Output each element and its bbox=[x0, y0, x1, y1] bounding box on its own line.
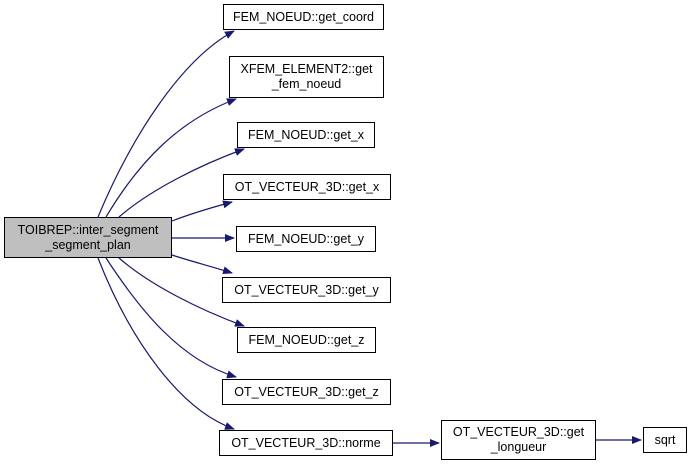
callee-node-n6[interactable]: OT_VECTEUR_3D::get_y bbox=[222, 277, 391, 303]
node-label: OT_VECTEUR_3D::get_x bbox=[234, 179, 380, 194]
callee-node-n1[interactable]: FEM_NOEUD::get_coord bbox=[223, 4, 384, 30]
edge-root-to-n2 bbox=[105, 98, 237, 218]
node-label: FEM_NOEUD::get_coord bbox=[232, 9, 375, 24]
callee-node-n8[interactable]: OT_VECTEUR_3D::get_z bbox=[222, 379, 391, 405]
node-label: OT_VECTEUR_3D::norme bbox=[231, 435, 381, 450]
edge-root-to-n6 bbox=[171, 254, 233, 275]
callee-node-n5[interactable]: FEM_NOEUD::get_y bbox=[236, 226, 376, 252]
edge-root-to-n7 bbox=[118, 257, 245, 327]
callee-node-n11[interactable]: sqrt bbox=[643, 427, 687, 453]
node-label: OT_VECTEUR_3D::get_y bbox=[234, 282, 379, 297]
node-label: FEM_NOEUD::get_z bbox=[248, 332, 365, 347]
node-label: OT_VECTEUR_3D::get _longueur bbox=[452, 425, 585, 454]
callee-node-n7[interactable]: FEM_NOEUD::get_z bbox=[237, 327, 376, 353]
callee-node-n9[interactable]: OT_VECTEUR_3D::norme bbox=[219, 430, 393, 456]
callee-node-n10[interactable]: OT_VECTEUR_3D::get _longueur bbox=[441, 420, 596, 460]
edge-root-to-n3 bbox=[118, 148, 245, 218]
node-label: TOIBREP::inter_segment _segment_plan bbox=[17, 222, 159, 252]
node-label: FEM_NOEUD::get_y bbox=[247, 231, 364, 246]
edge-root-to-n1 bbox=[97, 30, 235, 218]
edge-root-to-n9 bbox=[97, 257, 235, 430]
root-function-node: TOIBREP::inter_segment _segment_plan bbox=[4, 217, 172, 258]
callee-node-n3[interactable]: FEM_NOEUD::get_x bbox=[237, 122, 375, 148]
edge-root-to-n4 bbox=[171, 200, 233, 222]
callee-node-n4[interactable]: OT_VECTEUR_3D::get_x bbox=[223, 174, 391, 200]
node-label: FEM_NOEUD::get_x bbox=[247, 127, 364, 142]
node-label: sqrt bbox=[654, 432, 676, 447]
node-label: XFEM_ELEMENT2::get _fem_noeud bbox=[240, 62, 373, 91]
edge-root-to-n8 bbox=[105, 257, 237, 379]
node-label: OT_VECTEUR_3D::get_z bbox=[234, 384, 379, 399]
callee-node-n2[interactable]: XFEM_ELEMENT2::get _fem_noeud bbox=[229, 56, 384, 98]
